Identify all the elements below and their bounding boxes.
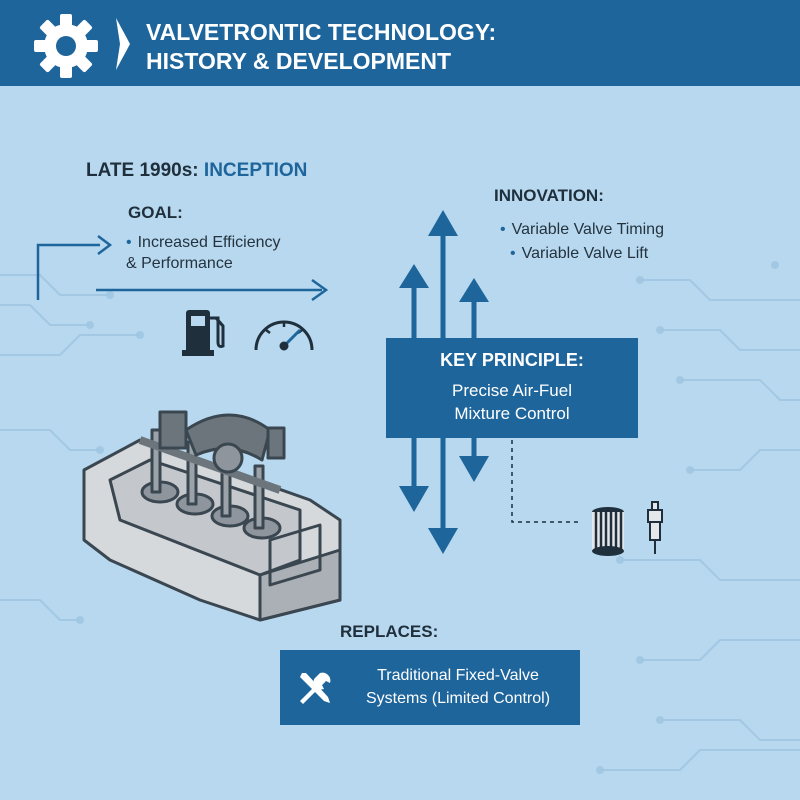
goal-line-2: & Performance	[126, 255, 233, 272]
replaces-label: REPLACES:	[340, 622, 439, 641]
list-item: •Variable Valve Timing	[500, 221, 664, 238]
speedometer-icon	[254, 320, 314, 351]
innovation-item-1: Variable Valve Timing	[511, 221, 664, 238]
key-principle-box: KEY PRINCIPLE: Precise Air-Fuel Mixture …	[386, 338, 638, 438]
innovation-item-2: Variable Valve Lift	[521, 245, 649, 262]
replaces-line-1: Traditional Fixed-Valve	[377, 667, 539, 684]
innovation-list: •Variable Valve Timing •Variable Valve L…	[500, 218, 664, 266]
dashed-connector	[511, 440, 582, 523]
title-line-2: HISTORY & DEVELOPMENT	[146, 48, 452, 74]
key-principle-text: Precise Air-Fuel Mixture Control	[386, 379, 638, 425]
key-principle-title: KEY PRINCIPLE:	[440, 350, 584, 370]
gear-icon	[34, 14, 98, 78]
wrench-screwdriver-icon	[300, 672, 331, 704]
list-item: •Variable Valve Lift	[510, 245, 649, 262]
vertical-arrows	[399, 210, 489, 554]
spark-plug-icon	[647, 501, 663, 554]
goal-bullet: •	[126, 234, 132, 251]
inception-prefix: LATE 1990s:	[86, 160, 204, 181]
header-banner: VALVETRONTIC TECHNOLOGY: HISTORY & DEVEL…	[0, 0, 800, 86]
goal-text: • Increased Efficiency & Performance	[126, 232, 281, 274]
key-principle-line-2: Mixture Control	[454, 404, 570, 423]
goal-label: GOAL:	[128, 203, 183, 222]
replaces-text: Traditional Fixed-Valve Systems (Limited…	[346, 664, 570, 710]
key-principle-line-1: Precise Air-Fuel	[452, 381, 572, 400]
air-filter-icon	[592, 507, 624, 556]
chevron-right-icon	[116, 18, 130, 70]
replaces-box: Traditional Fixed-Valve Systems (Limited…	[280, 650, 580, 725]
innovation-label: INNOVATION:	[494, 186, 604, 205]
replaces-line-2: Systems (Limited Control)	[365, 690, 551, 707]
inception-highlight: INCEPTION	[203, 160, 308, 181]
inception-heading: LATE 1990s: INCEPTION	[86, 160, 307, 182]
title-line-1: VALVETRONTIC TECHNOLOGY:	[146, 19, 497, 45]
goal-arrows	[36, 235, 329, 302]
engine-illustration	[82, 410, 342, 622]
fuel-pump-icon	[182, 310, 225, 356]
page-title: VALVETRONTIC TECHNOLOGY: HISTORY & DEVEL…	[146, 18, 496, 76]
goal-line-1: Increased Efficiency	[137, 234, 281, 251]
